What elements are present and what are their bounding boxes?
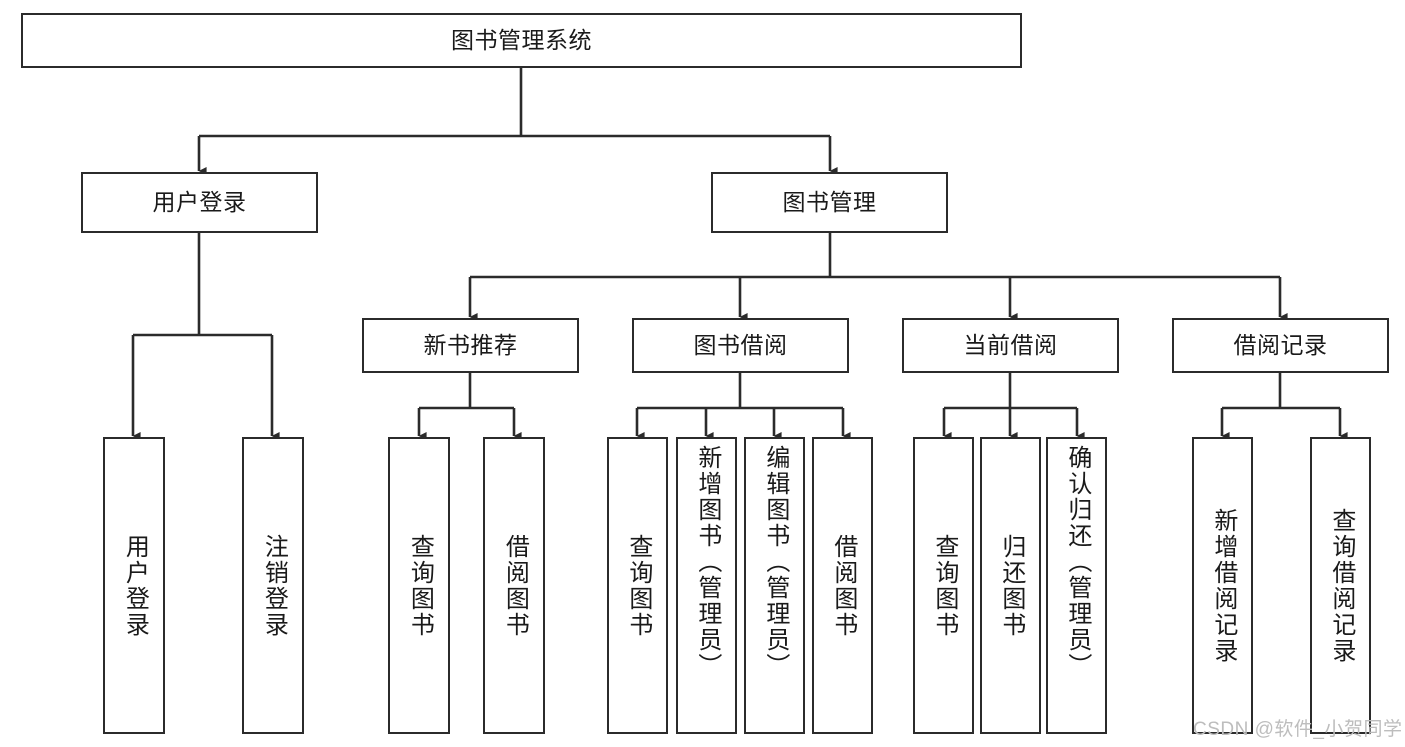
leaf-node-6-编辑图书（管理员）[interactable]: 编辑图书（管理员） (744, 437, 805, 734)
leaf-node-8-查询图书-label: 查询图书 (930, 533, 958, 638)
level3-node-图书借阅-label: 图书借阅 (693, 332, 788, 359)
level3-node-新书推荐-label: 新书推荐 (423, 332, 518, 359)
level2-node-用户登录[interactable]: 用户登录 (81, 172, 318, 233)
level2-node-用户登录-label: 用户登录 (152, 189, 247, 216)
root-node-图书管理系统-label: 图书管理系统 (451, 27, 592, 54)
level3-node-图书借阅[interactable]: 图书借阅 (632, 318, 849, 373)
connector-lines (131, 68, 1348, 440)
level2-node-图书管理-label: 图书管理 (782, 189, 877, 216)
leaf-node-12-查询借阅记录[interactable]: 查询借阅记录 (1310, 437, 1371, 734)
leaf-node-8-查询图书[interactable]: 查询图书 (913, 437, 974, 734)
leaf-node-11-新增借阅记录[interactable]: 新增借阅记录 (1192, 437, 1253, 734)
leaf-node-10-确认归还（管理员）-label: 确认归还（管理员） (1063, 445, 1091, 679)
leaf-node-9-归还图书-label: 归还图书 (997, 533, 1025, 638)
leaf-node-5-新增图书（管理员）[interactable]: 新增图书（管理员） (676, 437, 737, 734)
leaf-node-0-用户登录-label: 用户登录 (121, 533, 149, 638)
leaf-node-11-新增借阅记录-label: 新增借阅记录 (1209, 507, 1237, 664)
leaf-node-12-查询借阅记录-label: 查询借阅记录 (1327, 507, 1355, 664)
leaf-node-2-查询图书-label: 查询图书 (406, 533, 434, 638)
level3-node-当前借阅-label: 当前借阅 (963, 332, 1058, 359)
leaf-node-7-借阅图书[interactable]: 借阅图书 (812, 437, 873, 734)
leaf-node-7-借阅图书-label: 借阅图书 (829, 533, 857, 638)
leaf-node-10-确认归还（管理员）[interactable]: 确认归还（管理员） (1046, 437, 1107, 734)
level2-node-图书管理[interactable]: 图书管理 (711, 172, 948, 233)
leaf-node-3-借阅图书[interactable]: 借阅图书 (483, 437, 545, 734)
leaf-node-0-用户登录[interactable]: 用户登录 (103, 437, 165, 734)
watermark-text: CSDN @软件_小贺同学 (1193, 719, 1403, 740)
level3-node-借阅记录[interactable]: 借阅记录 (1172, 318, 1389, 373)
leaf-node-1-注销登录[interactable]: 注销登录 (242, 437, 304, 734)
leaf-node-6-编辑图书（管理员）-label: 编辑图书（管理员） (761, 445, 789, 679)
root-node-图书管理系统[interactable]: 图书管理系统 (21, 13, 1022, 68)
level3-node-新书推荐[interactable]: 新书推荐 (362, 318, 579, 373)
level3-node-当前借阅[interactable]: 当前借阅 (902, 318, 1119, 373)
leaf-node-3-借阅图书-label: 借阅图书 (501, 533, 529, 638)
leaf-node-9-归还图书[interactable]: 归还图书 (980, 437, 1041, 734)
leaf-node-1-注销登录-label: 注销登录 (260, 533, 288, 638)
leaf-node-4-查询图书[interactable]: 查询图书 (607, 437, 668, 734)
leaf-node-4-查询图书-label: 查询图书 (624, 533, 652, 638)
leaf-node-2-查询图书[interactable]: 查询图书 (388, 437, 450, 734)
leaf-node-5-新增图书（管理员）-label: 新增图书（管理员） (693, 445, 721, 679)
level3-node-借阅记录-label: 借阅记录 (1233, 332, 1328, 359)
